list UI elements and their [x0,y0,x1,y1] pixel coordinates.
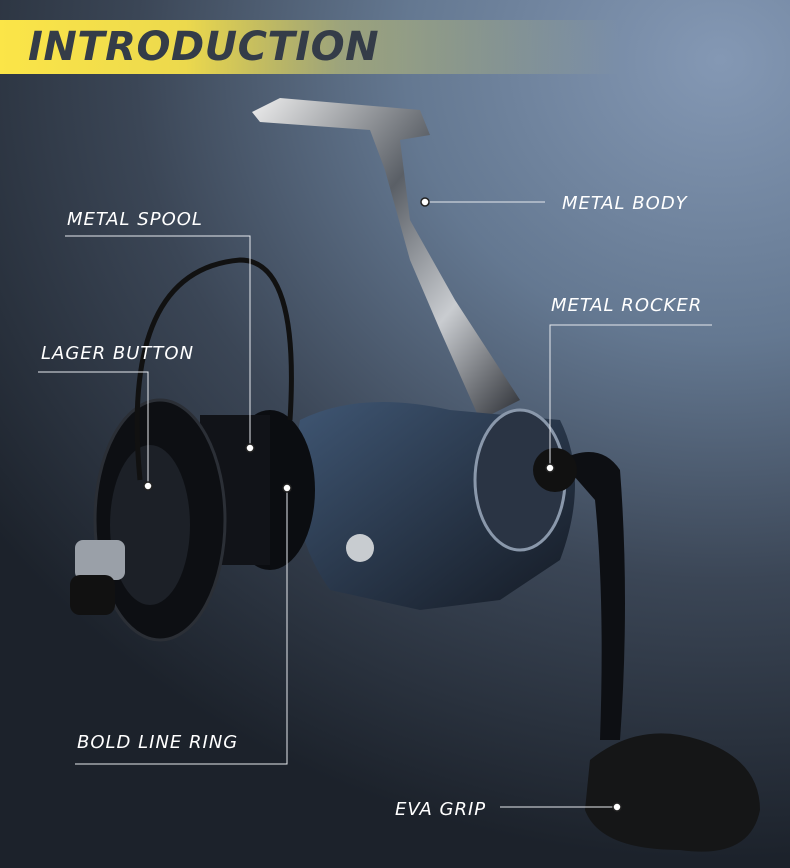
metal-body [252,98,520,420]
label-bold-line-ring: BOLD LINE RING [77,732,239,753]
label-metal-body: METAL BODY [562,193,688,214]
eva-grip [585,733,760,852]
label-metal-spool: METAL SPOOL [67,209,203,230]
label-eva-grip: EVA GRIP [395,799,487,820]
header-band: INTRODUCTION [0,20,620,74]
page-title: INTRODUCTION [28,24,380,70]
handle-arm [560,452,625,740]
label-metal-rocker: METAL ROCKER [551,295,703,316]
label-lager-button: LAGER BUTTON [41,343,195,364]
